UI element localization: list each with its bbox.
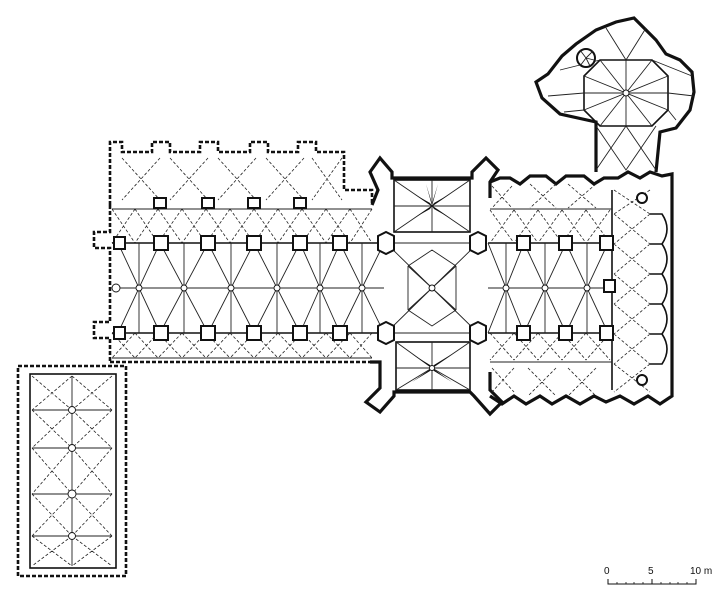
north-transept-vault [393,179,471,233]
north-transept-wall [368,155,501,206]
south-aisle-vaults [111,332,373,359]
crossing-vault [385,242,479,334]
nave-bosses [111,283,366,293]
octagon-wall [534,16,696,173]
east-chapels [613,189,668,393]
south-west-annex [16,364,128,578]
octagonal-chapel [534,16,696,173]
choir-outer-wall [489,170,674,406]
transept [363,155,505,417]
west-front [92,205,112,362]
nave-vaults [117,242,385,334]
nave [92,140,385,364]
nave-piers [113,197,348,341]
annex-outline [16,364,128,578]
north-chapel-vaults [111,157,373,244]
choir-south-aisle [489,332,612,397]
south-transept-vault [395,341,471,391]
scale-tick-0: 0 [604,566,610,577]
north-chapels-outline [108,140,374,205]
scale-bar: 0 5 10 m [604,566,712,585]
south-transept-wall [363,360,505,417]
choir-vault [487,242,609,334]
annex-inner [29,373,117,569]
scale-tick-10: 10 m [690,566,712,577]
scale-tick-5: 5 [648,566,654,577]
choir [487,170,674,406]
choir-piers [516,192,648,386]
crossing-piers [377,230,487,346]
choir-north-aisle [489,183,612,244]
